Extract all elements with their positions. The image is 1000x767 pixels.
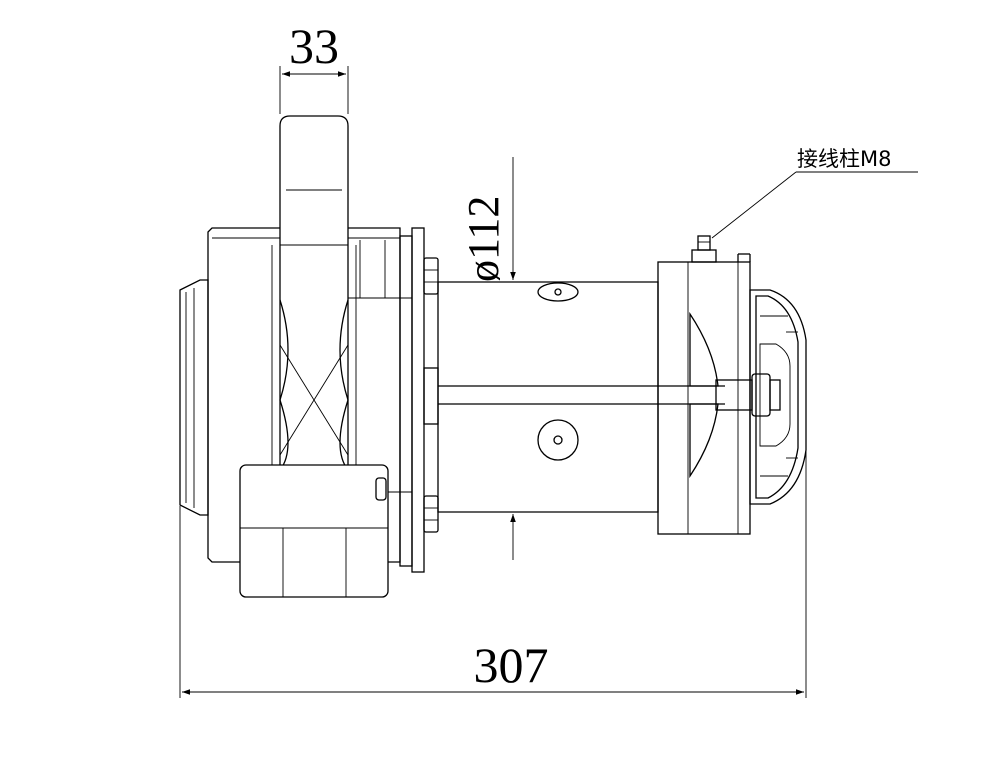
pump-rotor <box>239 115 389 598</box>
dimension-diameter-112: ø112 <box>459 157 516 560</box>
motor-end-cap <box>657 235 807 535</box>
callout-terminal: 接线柱M8 <box>711 147 918 239</box>
dimension-width-33: 33 <box>279 18 349 114</box>
motor-body <box>437 281 725 513</box>
terminal-callout-label: 接线柱M8 <box>797 147 891 171</box>
dimension-length-307: 307 <box>179 450 807 698</box>
diameter-dimension-label: ø112 <box>459 196 508 282</box>
width-dimension-label: 33 <box>289 18 339 74</box>
length-dimension-label: 307 <box>474 637 549 693</box>
